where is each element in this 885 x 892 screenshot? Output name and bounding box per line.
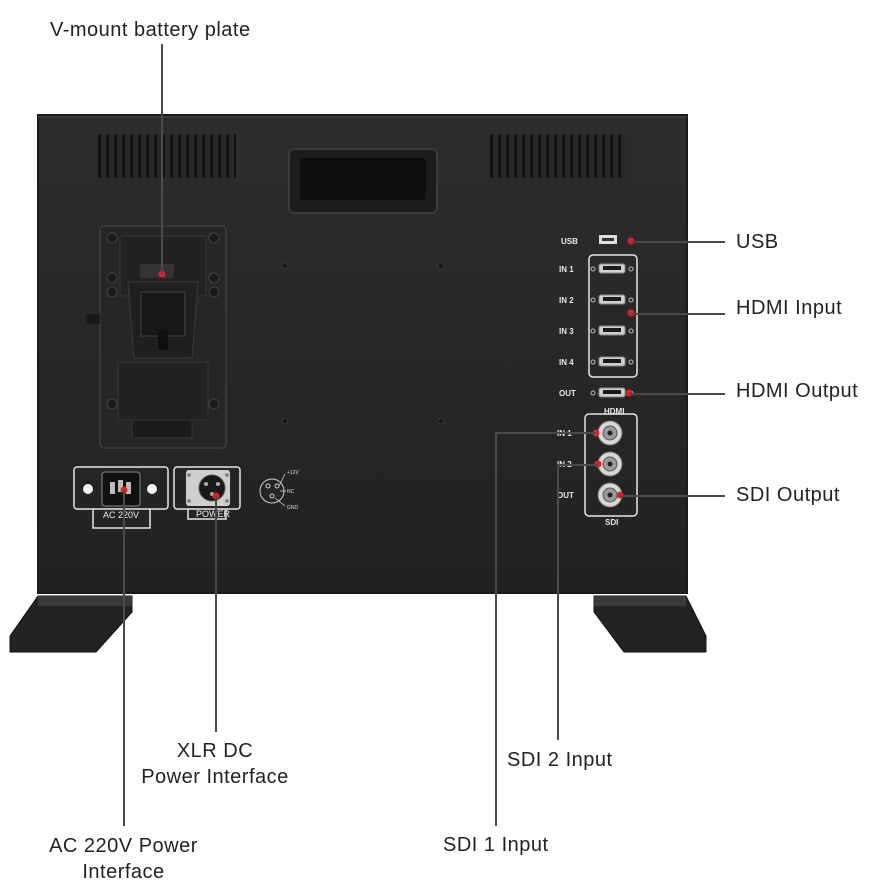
callout-sdi-output: SDI Output <box>736 484 840 506</box>
leader-vmount <box>161 44 163 274</box>
leader-sdi2-h <box>557 464 598 466</box>
xlr-pinout-icon: +12V NC GND <box>259 470 299 511</box>
sdi-out-label: OUT <box>557 491 574 500</box>
leader-xlr <box>215 496 217 732</box>
ac-label: AC 220V <box>103 510 139 520</box>
callout-ac-line1: AC 220V Power <box>49 835 198 857</box>
leader-usb <box>631 241 725 243</box>
leader-sdi1-h <box>495 432 596 434</box>
hdmi-in4-label: IN 4 <box>559 358 574 367</box>
leader-sdi1-v <box>495 432 497 826</box>
callout-vmount: V-mount battery plate <box>50 19 251 41</box>
hdmi-in3-label: IN 3 <box>559 327 574 336</box>
leader-sdi2-v <box>557 464 559 740</box>
vent-right <box>490 134 626 178</box>
callout-sdi1-input: SDI 1 Input <box>443 834 549 856</box>
hdmi-out-label: OUT <box>559 389 576 398</box>
power-label: POWER <box>196 509 231 519</box>
leader-hdmi-input <box>631 313 725 315</box>
sdi-panel-label: SDI <box>605 518 618 527</box>
vent-left <box>98 134 236 178</box>
callout-sdi2-input: SDI 2 Input <box>507 749 613 771</box>
hdmi-in1-label: IN 1 <box>559 265 574 274</box>
callout-usb: USB <box>736 231 779 253</box>
callout-ac-line2: Interface <box>82 861 165 883</box>
hdmi-in2-label: IN 2 <box>559 296 574 305</box>
stand-feet <box>9 595 707 653</box>
callout-hdmi-output: HDMI Output <box>736 380 859 402</box>
callout-ac: AC 220V Power Interface <box>26 833 221 885</box>
leader-ac <box>123 490 125 826</box>
callout-xlr-line1: XLR DC <box>176 740 254 762</box>
callout-xlr: XLR DC Power Interface <box>115 738 315 790</box>
pin-12v-label: +12V <box>287 470 299 476</box>
mount-screws <box>281 262 445 425</box>
bnc-connectors <box>597 420 623 508</box>
marker-vmount <box>158 270 166 278</box>
hdmi-panel-label: HDMI <box>604 407 624 416</box>
sdi-in1-label: IN 1 <box>557 429 572 438</box>
callout-xlr-line2: Power Interface <box>141 766 289 788</box>
pin-nc-label: NC <box>287 489 295 495</box>
pin-gnd-label: GND <box>287 505 299 511</box>
leader-sdi-output-h <box>620 495 725 497</box>
io-panel-hdmi: USB IN 1 IN 2 IN 3 IN 4 OUT HDMI <box>559 235 638 416</box>
v-mount-plate <box>86 225 227 449</box>
usb-port-label: USB <box>561 237 578 246</box>
callout-hdmi-input: HDMI Input <box>736 297 843 319</box>
leader-hdmi-output <box>629 393 725 395</box>
